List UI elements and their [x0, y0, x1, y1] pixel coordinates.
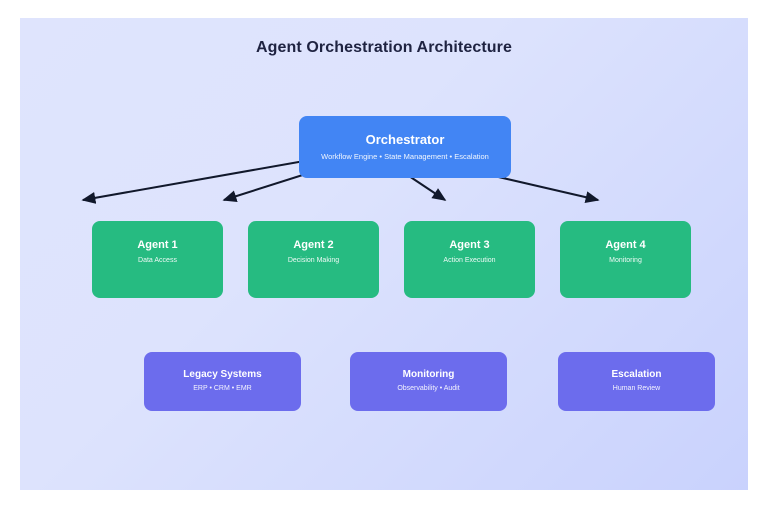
monitoring-subtitle: Observability • Audit — [397, 385, 460, 393]
agent-1-title: Agent 1 — [137, 239, 178, 251]
agent-3-subtitle: Action Execution — [443, 257, 496, 265]
node-agent-2[interactable]: Agent 2 Decision Making — [248, 221, 379, 298]
agent-4-title: Agent 4 — [605, 239, 646, 251]
agent-3-title: Agent 3 — [449, 239, 490, 251]
node-legacy-systems[interactable]: Legacy Systems ERP • CRM • EMR — [144, 352, 301, 411]
node-monitoring[interactable]: Monitoring Observability • Audit — [350, 352, 507, 411]
agent-1-subtitle: Data Access — [138, 257, 177, 265]
agent-2-subtitle: Decision Making — [287, 257, 340, 265]
escalation-subtitle: Human Review — [612, 385, 661, 393]
page-title: Agent Orchestration Architecture — [256, 39, 512, 56]
node-escalation[interactable]: Escalation Human Review — [558, 352, 715, 411]
escalation-title: Escalation — [611, 369, 662, 381]
node-agent-4[interactable]: Agent 4 Monitoring — [560, 221, 691, 298]
orchestrator-subtitle: Workflow Engine • State Management • Esc… — [321, 152, 489, 162]
legacy-systems-title: Legacy Systems — [183, 369, 262, 381]
legacy-systems-subtitle: ERP • CRM • EMR — [193, 385, 252, 393]
diagram-canvas: Agent Orchestration Architecture Orchest… — [20, 18, 748, 490]
node-orchestrator[interactable]: Orchestrator Workflow Engine • State Man… — [299, 116, 511, 178]
orchestrator-title: Orchestrator — [365, 131, 445, 147]
agent-4-subtitle: Monitoring — [609, 257, 642, 265]
agent-2-title: Agent 2 — [293, 239, 334, 251]
node-agent-1[interactable]: Agent 1 Data Access — [92, 221, 223, 298]
monitoring-title: Monitoring — [402, 369, 455, 381]
connector-orchestrator-to-agent-1 — [81, 159, 311, 204]
node-agent-3[interactable]: Agent 3 Action Execution — [404, 221, 535, 298]
